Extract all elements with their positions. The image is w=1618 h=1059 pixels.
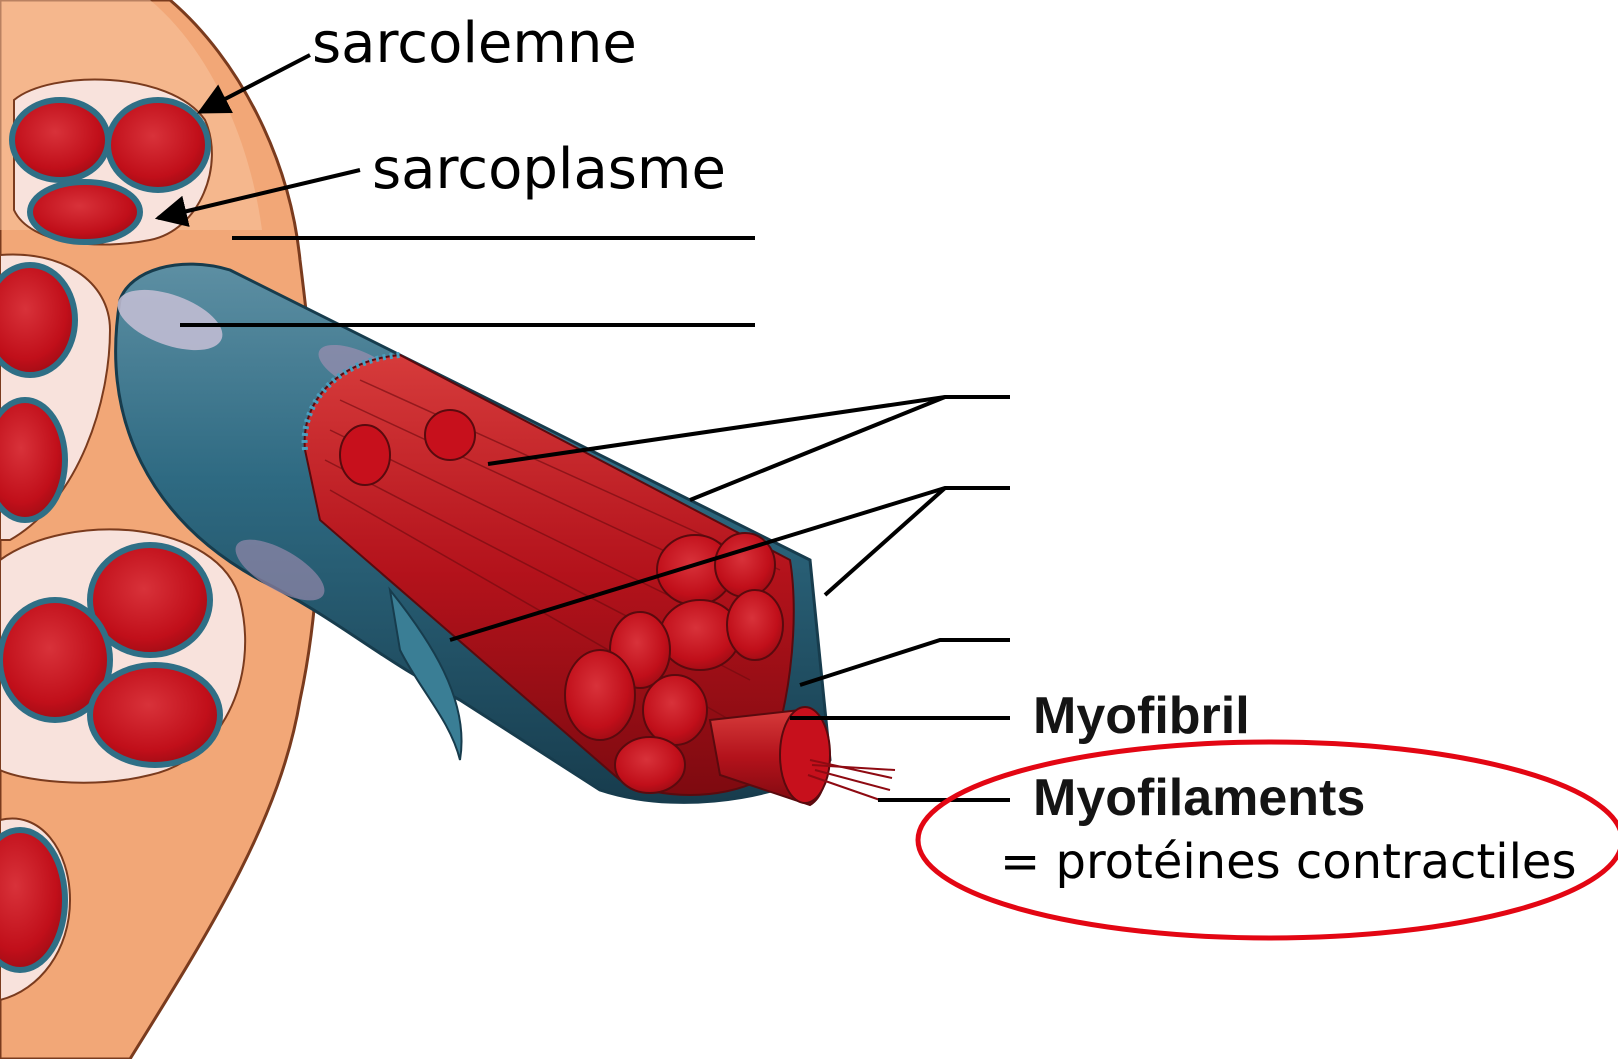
- leader-line-3: [488, 397, 1010, 464]
- label-sarcoplasme: sarcoplasme: [372, 137, 726, 202]
- label-myofibril: Myofibril: [1033, 687, 1250, 745]
- label-sarcolemne: sarcolemne: [312, 11, 637, 76]
- label-myofilaments-note: = protéines contractiles: [1000, 834, 1576, 890]
- label-myofilaments: Myofilaments: [1033, 769, 1365, 827]
- leader-line-5: [800, 640, 1010, 685]
